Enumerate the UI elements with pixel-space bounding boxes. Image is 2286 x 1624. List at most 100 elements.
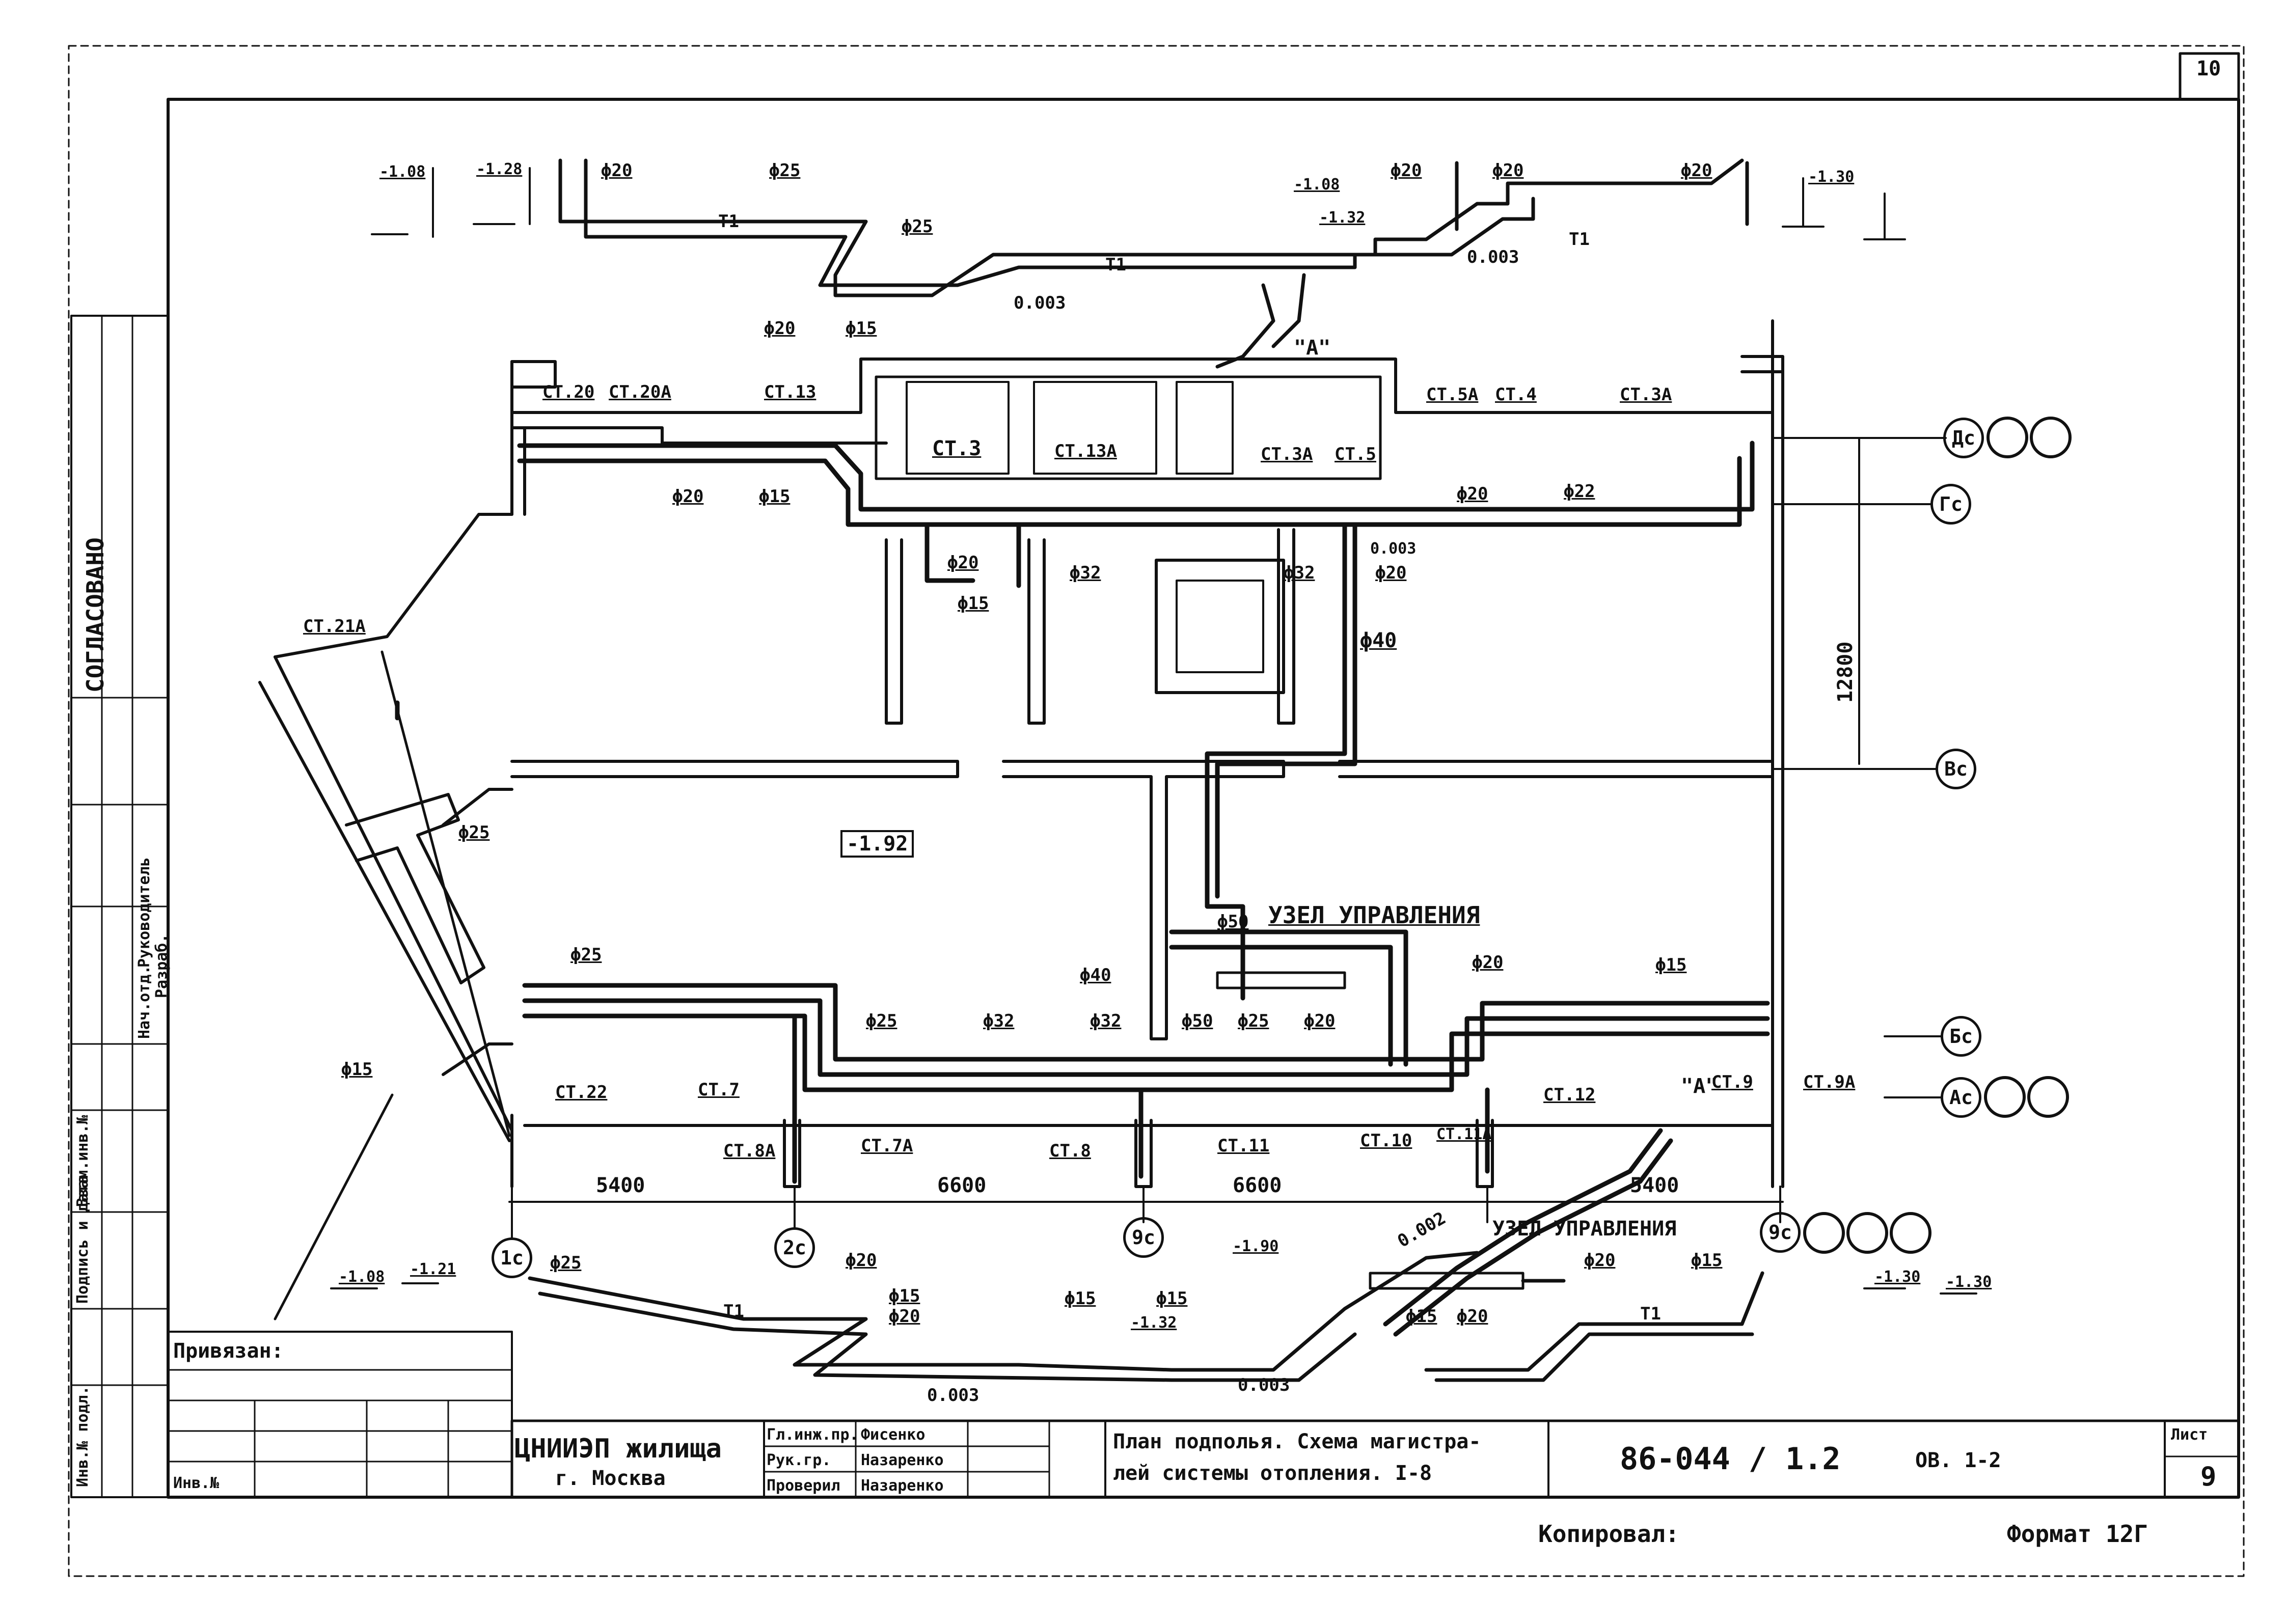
bottom-mark-5: -1.90 bbox=[1233, 1237, 1279, 1255]
title-block bbox=[512, 1421, 2239, 1497]
axis-bubble-ac: Ас bbox=[1941, 1077, 1981, 1118]
bottom-mark-6: -1.32 bbox=[1131, 1314, 1177, 1332]
format-label: Формат 12Г bbox=[2007, 1520, 2148, 1548]
pipe-d20-lower-right: ϕ20 bbox=[1472, 952, 1504, 973]
bottom-mark-4: -1.30 bbox=[1946, 1273, 1992, 1291]
name-1: Фисенко bbox=[861, 1426, 926, 1444]
sheet-label: Лист bbox=[2171, 1426, 2208, 1444]
bottom-slope-2: 0.003 bbox=[1238, 1375, 1290, 1395]
bound-label: Привязан: bbox=[173, 1339, 284, 1363]
detail-a-bottom: "A" bbox=[1681, 1075, 1718, 1098]
sheet-trim-frame bbox=[69, 46, 2244, 1576]
axis-bubble-vc: Вс bbox=[1936, 749, 1976, 789]
top-mark-5: -1.08 bbox=[1294, 176, 1340, 194]
riser-top-8: СТ.5А bbox=[1426, 384, 1479, 405]
riser-bottom-9: СТ.12 bbox=[1543, 1085, 1596, 1105]
axis-bubble-bc: Бс bbox=[1941, 1016, 1981, 1057]
bottom-pipe-d15-4: ϕ15 bbox=[1406, 1306, 1437, 1327]
top-pipe-d20-3: ϕ20 bbox=[1391, 160, 1422, 181]
approval-row-5: Подпись и дата bbox=[74, 1175, 92, 1304]
pipe-d32-shaft: ϕ32 bbox=[1284, 563, 1315, 583]
approval-row-6: Инв.№ подл. bbox=[74, 1386, 92, 1487]
bottom-pipe-d20-1: ϕ20 bbox=[846, 1250, 877, 1271]
bottom-dim-2: 6600 bbox=[937, 1174, 987, 1197]
pipe-d15-wing: ϕ15 bbox=[341, 1059, 373, 1080]
top-pipe-d20-4: ϕ20 bbox=[1492, 160, 1524, 181]
riser-bottom-8: СТ.11А bbox=[1436, 1125, 1492, 1143]
riser-top-2: СТ.20А bbox=[609, 382, 671, 402]
riser-top-9: СТ.4 bbox=[1495, 384, 1537, 405]
bottom-pipe-d15-5: ϕ15 bbox=[1691, 1250, 1723, 1271]
pipe-d32-lower-1: ϕ32 bbox=[983, 1011, 1015, 1031]
org-city: г. Москва bbox=[555, 1467, 666, 1490]
bottom-mark-3: -1.30 bbox=[1874, 1268, 1921, 1286]
riser-bottom-10: СТ.9 bbox=[1711, 1072, 1753, 1092]
top-pipe-code-1: Т1 bbox=[718, 211, 739, 232]
bottom-mark-1: -1.08 bbox=[339, 1268, 385, 1286]
pipe-d20-shaft: ϕ20 bbox=[1375, 563, 1407, 583]
sheet-number-box bbox=[2180, 53, 2239, 99]
riser-bottom-1: СТ.22 bbox=[555, 1082, 608, 1103]
riser-bottom-6: СТ.11 bbox=[1217, 1136, 1270, 1156]
dimension-lines bbox=[509, 438, 1946, 1237]
axis-ring bbox=[1984, 1076, 2026, 1118]
axis-bubble-gc: Гс bbox=[1930, 484, 1971, 525]
top-mark-1: -1.08 bbox=[379, 163, 426, 181]
top-pipe-d25-mid: ϕ25 bbox=[902, 216, 933, 237]
pipe-d32-lower-2: ϕ32 bbox=[1090, 1011, 1122, 1031]
axis-ring bbox=[1890, 1212, 1931, 1254]
axis-bubble-9c-mid: 9с bbox=[1123, 1217, 1164, 1258]
riser-top-4: СТ.3 bbox=[932, 437, 982, 460]
approval-row-2: Руководитель bbox=[135, 857, 153, 968]
bottom-pipe-d20-4: ϕ20 bbox=[1584, 1250, 1616, 1271]
sheet-number-top: 10 bbox=[2196, 57, 2221, 80]
drawing-title-line2: лей системы отопления. I-8 bbox=[1113, 1462, 1432, 1485]
pipe-d22-right: ϕ22 bbox=[1564, 481, 1595, 502]
pipe-d50-lower: ϕ50 bbox=[1182, 1011, 1213, 1031]
top-pipe-d25: ϕ25 bbox=[769, 160, 801, 181]
pipe-d20-unit: ϕ20 bbox=[1304, 1011, 1336, 1031]
pipe-d20-top-left: ϕ20 bbox=[672, 486, 704, 507]
bottom-mark-2: -1.21 bbox=[410, 1260, 456, 1278]
control-unit-label-bottom: УЗЕЛ УПРАВЛЕНИЯ bbox=[1492, 1217, 1677, 1241]
pipe-d25-lower-left: ϕ25 bbox=[570, 945, 602, 965]
riser-bottom-5: СТ.8 bbox=[1049, 1141, 1091, 1161]
pipe-d32-upper: ϕ32 bbox=[1070, 563, 1101, 583]
pipe-d40-lower: ϕ40 bbox=[1080, 965, 1111, 985]
pipe-d50-unit: ϕ50 bbox=[1217, 912, 1249, 932]
riser-bottom-2: СТ.7 bbox=[698, 1080, 740, 1100]
top-slope-3: 0.003 bbox=[1370, 540, 1417, 558]
bottom-pipe-d15-3: ϕ15 bbox=[1156, 1288, 1188, 1309]
riser-left: СТ.21А bbox=[303, 616, 366, 637]
name-2: Назаренко bbox=[861, 1451, 944, 1469]
series-code: 86-044 / 1.2 bbox=[1620, 1441, 1841, 1477]
drawing-title-line1: План подполья. Схема магистра- bbox=[1113, 1430, 1481, 1453]
axis-bubble-1c: 1с bbox=[492, 1237, 532, 1278]
axis-ring bbox=[1803, 1212, 1845, 1254]
bottom-pipe-d15-2: ϕ15 bbox=[1065, 1288, 1096, 1309]
copied-label: Копировал: bbox=[1538, 1520, 1679, 1548]
pipe-d40-riser: ϕ40 bbox=[1360, 629, 1397, 652]
bottom-pipe-d15-1: ϕ15 bbox=[889, 1286, 920, 1306]
detail-a-top: "A" bbox=[1294, 336, 1331, 360]
bottom-dim-1: 5400 bbox=[596, 1174, 645, 1197]
pipe-d15-upper: ϕ15 bbox=[958, 593, 989, 614]
bottom-dim-4: 5400 bbox=[1630, 1174, 1679, 1197]
role-2: Рук.гр. bbox=[767, 1451, 831, 1469]
pipe-d15-lower-right: ϕ15 bbox=[1655, 955, 1687, 975]
top-slope-1: 0.003 bbox=[1014, 293, 1066, 313]
riser-bottom-11: СТ.9А bbox=[1803, 1072, 1856, 1092]
top-slope-2: 0.003 bbox=[1467, 247, 1519, 267]
sheet-value: 9 bbox=[2200, 1462, 2217, 1492]
bottom-level-marks bbox=[331, 1283, 1976, 1293]
inv-label: Инв.№ bbox=[173, 1474, 220, 1492]
riser-top-5: СТ.13А bbox=[1054, 441, 1117, 461]
riser-top-1: СТ.20 bbox=[542, 382, 595, 402]
pipe-d20-right: ϕ20 bbox=[1457, 484, 1488, 504]
top-pipe-d20-2: ϕ20 bbox=[764, 318, 796, 339]
bottom-slope-1: 0.003 bbox=[927, 1385, 979, 1406]
riser-bottom-4: СТ.7А bbox=[861, 1136, 913, 1156]
building-walls bbox=[260, 321, 1783, 1187]
top-pipe-d20-5: ϕ20 bbox=[1681, 160, 1712, 181]
